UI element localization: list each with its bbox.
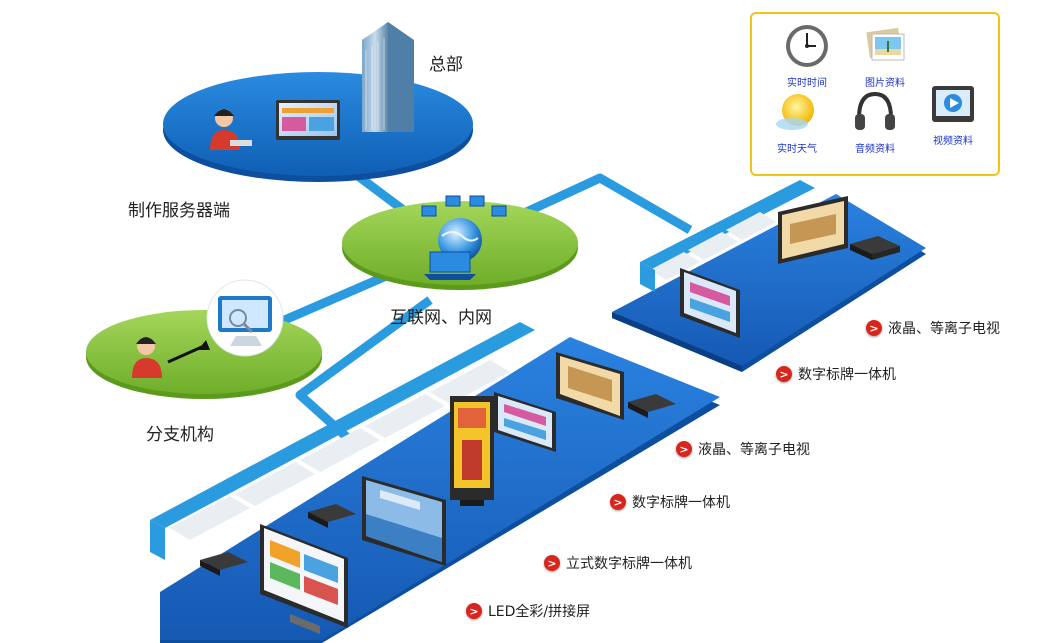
lower-item-led: > LED全彩/拼接屏 — [466, 601, 590, 621]
content-type-legend: 实时时间 图片资料 实时天气 音频资料 视频 — [750, 12, 1000, 176]
hq-operator-icon — [210, 109, 252, 150]
branch-computer-icon — [206, 279, 284, 357]
upper-lcd-tv-icon — [778, 196, 848, 264]
bullet-arrow-icon: > — [544, 555, 560, 571]
lower-devices — [200, 352, 676, 634]
bullet-arrow-icon: > — [776, 366, 792, 382]
legend-label: 实时时间 — [787, 78, 827, 89]
lower-standing-signage-icon — [450, 396, 494, 506]
legend-item-video: 视频资料 — [918, 80, 988, 147]
lower-led-screen-icon — [362, 476, 446, 566]
legend-label: 视频资料 — [933, 136, 973, 147]
lower-signage-kiosk-icon — [494, 392, 556, 452]
legend-label: 实时天气 — [777, 144, 817, 155]
headphones-icon — [855, 91, 895, 130]
legend-item-weather: 实时天气 — [762, 88, 832, 155]
lower-touch-screen-icon — [260, 524, 348, 634]
lower-media-player-icon-3 — [200, 552, 248, 576]
branch-label: 分支机构 — [146, 425, 214, 445]
legend-label: 图片资料 — [865, 78, 905, 89]
bullet-arrow-icon: > — [610, 494, 626, 510]
laptop-icon — [429, 251, 471, 273]
upper-media-player-icon — [850, 236, 900, 260]
lower-media-player-icon-1 — [628, 394, 676, 418]
lower-item-label: 立式数字标牌一体机 — [566, 556, 692, 572]
upper-item-label: 数字标牌一体机 — [798, 367, 896, 383]
branch-node — [86, 279, 322, 399]
hq-building-icon — [362, 22, 414, 132]
branch-operator-icon — [132, 337, 162, 378]
bullet-arrow-icon: > — [466, 603, 482, 619]
weather-sun-icon — [776, 94, 814, 130]
network-computers-icon — [421, 195, 507, 217]
lower-lcd-tv-icon — [556, 352, 624, 420]
network-label: 互联网、内网 — [390, 308, 492, 328]
picture-icon — [866, 27, 905, 61]
hq-monitor-icon — [276, 100, 340, 140]
bullet-arrow-icon: > — [676, 441, 692, 457]
upper-item-label: 液晶、等离子电视 — [888, 321, 1000, 337]
legend-item-audio: 音频资料 — [840, 88, 910, 155]
upper-item-lcd: > 液晶、等离子电视 — [866, 318, 1000, 338]
hq-node — [163, 22, 473, 182]
globe-icon — [438, 218, 482, 262]
video-icon — [932, 86, 974, 122]
lower-media-player-icon-2 — [308, 504, 356, 528]
upper-devices — [680, 196, 900, 338]
upper-signage-kiosk-icon — [680, 268, 740, 338]
lower-item-lcd: > 液晶、等离子电视 — [676, 439, 810, 459]
network-node — [342, 195, 578, 290]
legend-label: 音频资料 — [855, 144, 895, 155]
legend-item-clock: 实时时间 — [772, 22, 842, 89]
legend-item-picture: 图片资料 — [850, 22, 920, 89]
lower-item-label: LED全彩/拼接屏 — [488, 604, 591, 620]
lower-item-label: 液晶、等离子电视 — [698, 442, 810, 458]
lower-item-standing: > 立式数字标牌一体机 — [544, 553, 692, 573]
lower-item-signage: > 数字标牌一体机 — [610, 492, 730, 512]
bullet-arrow-icon: > — [866, 320, 882, 336]
lower-item-label: 数字标牌一体机 — [632, 495, 730, 511]
server-label: 制作服务器端 — [128, 201, 230, 221]
upper-item-signage: > 数字标牌一体机 — [776, 364, 896, 384]
clock-icon — [786, 25, 828, 67]
hq-label: 总部 — [429, 55, 463, 75]
